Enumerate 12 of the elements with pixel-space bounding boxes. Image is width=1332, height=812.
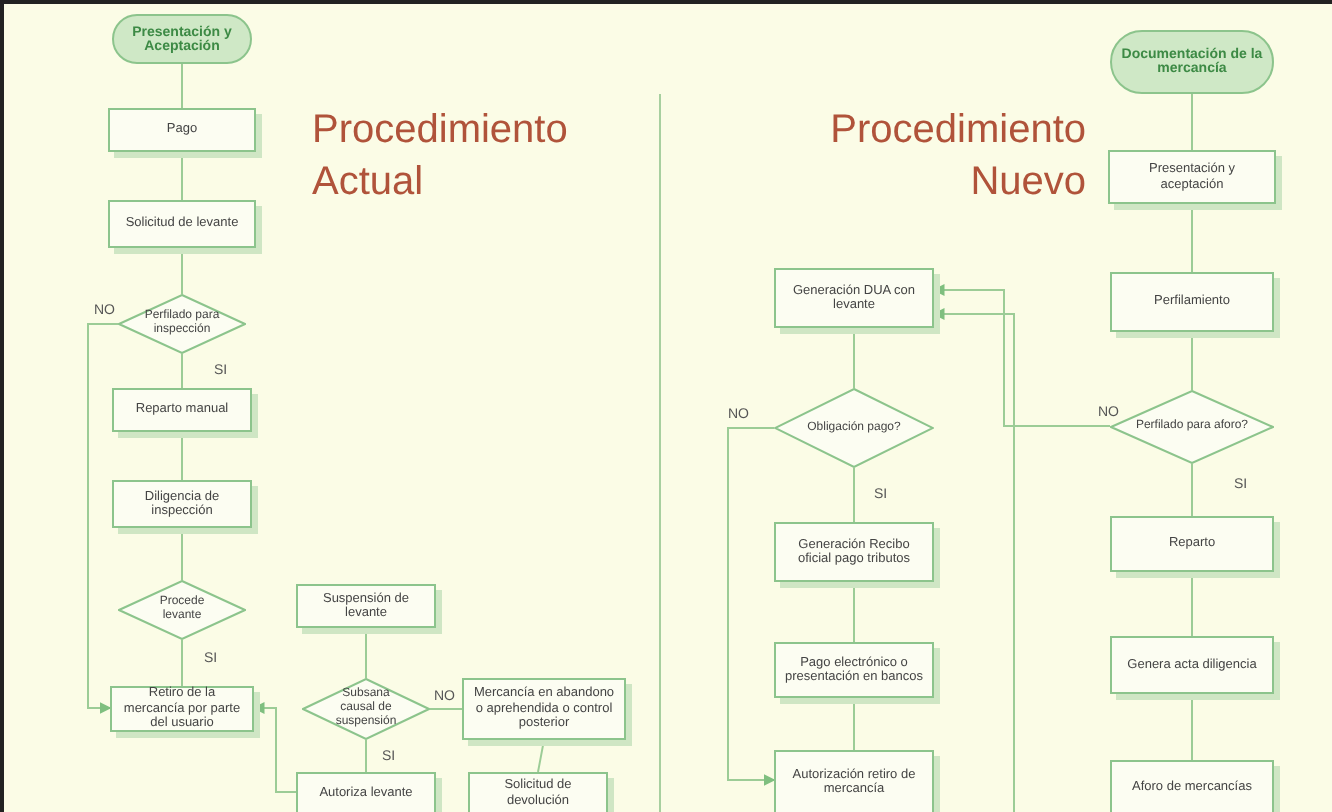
section-title: Procedimiento Nuevo xyxy=(828,106,1086,208)
connector-line xyxy=(1191,463,1193,517)
arrow xyxy=(727,427,776,786)
connector-line xyxy=(429,708,463,710)
connector-line xyxy=(181,353,183,389)
connector-line xyxy=(181,639,183,687)
section-title: Procedimiento Actual xyxy=(312,106,570,208)
connector-line xyxy=(181,63,183,109)
connector-line xyxy=(853,467,855,523)
connector-line xyxy=(1191,93,1193,151)
connector-line xyxy=(365,739,367,773)
arrow xyxy=(87,323,119,714)
